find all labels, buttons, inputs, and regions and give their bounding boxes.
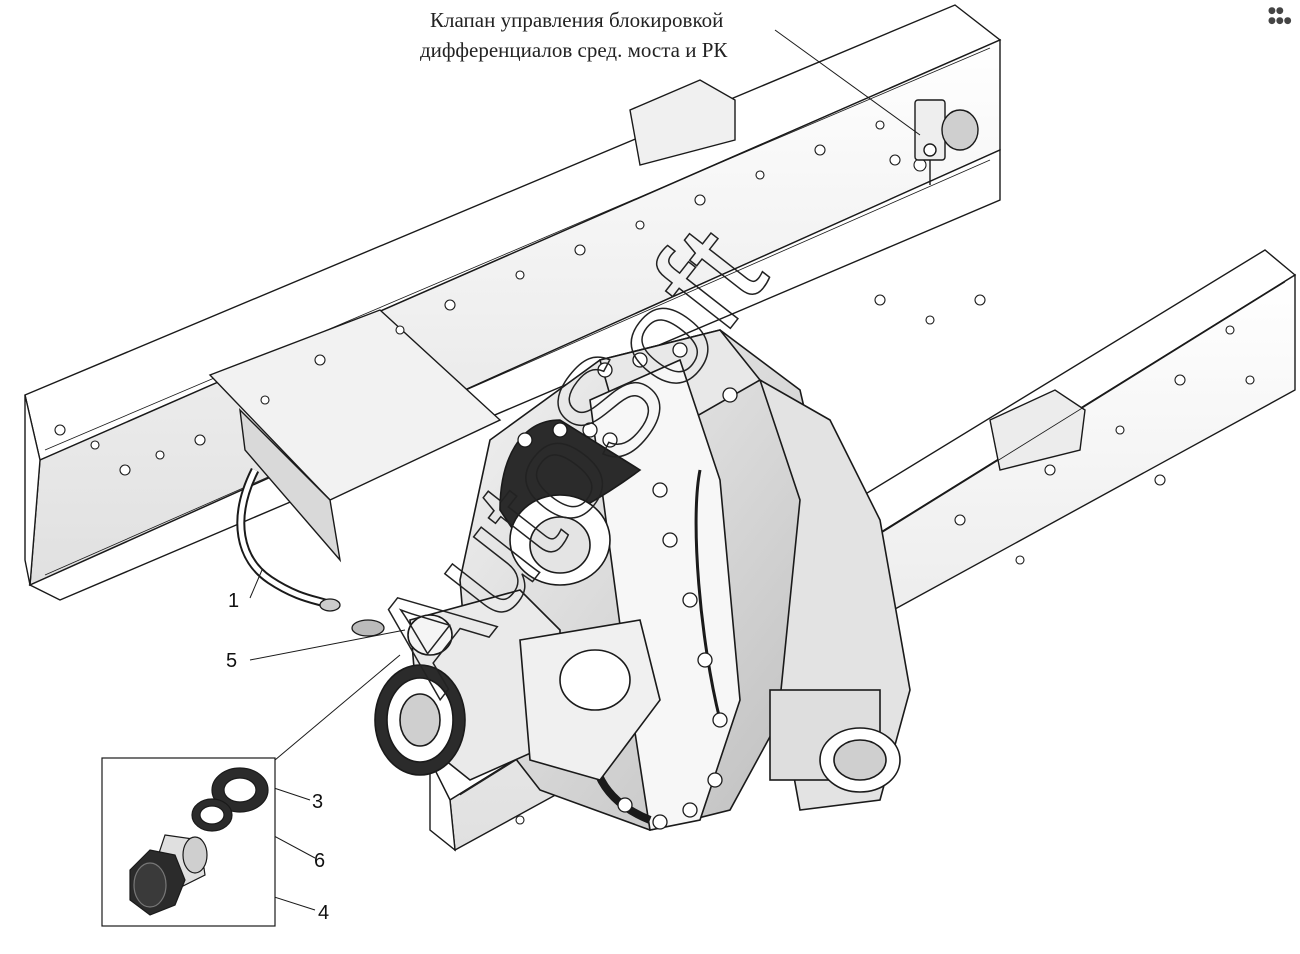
title-line-2: дифференциалов сред. моста и РК xyxy=(420,38,728,62)
corner-mark: ●● ●●● xyxy=(1268,6,1292,26)
callout-1: 1 xyxy=(228,590,240,612)
cross-member xyxy=(208,309,502,563)
callout-3: 3 xyxy=(312,791,324,813)
flange-bolts xyxy=(517,342,738,830)
detail-inset xyxy=(101,757,276,927)
output-flange xyxy=(374,589,661,781)
callout-6: 6 xyxy=(314,850,326,872)
lock-control-valve xyxy=(914,99,979,185)
hose-1 xyxy=(236,467,385,637)
title-line-1: Клапан управления блокировкой xyxy=(430,8,724,32)
callout-5: 5 xyxy=(226,650,238,672)
transfer-case xyxy=(459,329,911,831)
callout-4: 4 xyxy=(318,902,330,924)
